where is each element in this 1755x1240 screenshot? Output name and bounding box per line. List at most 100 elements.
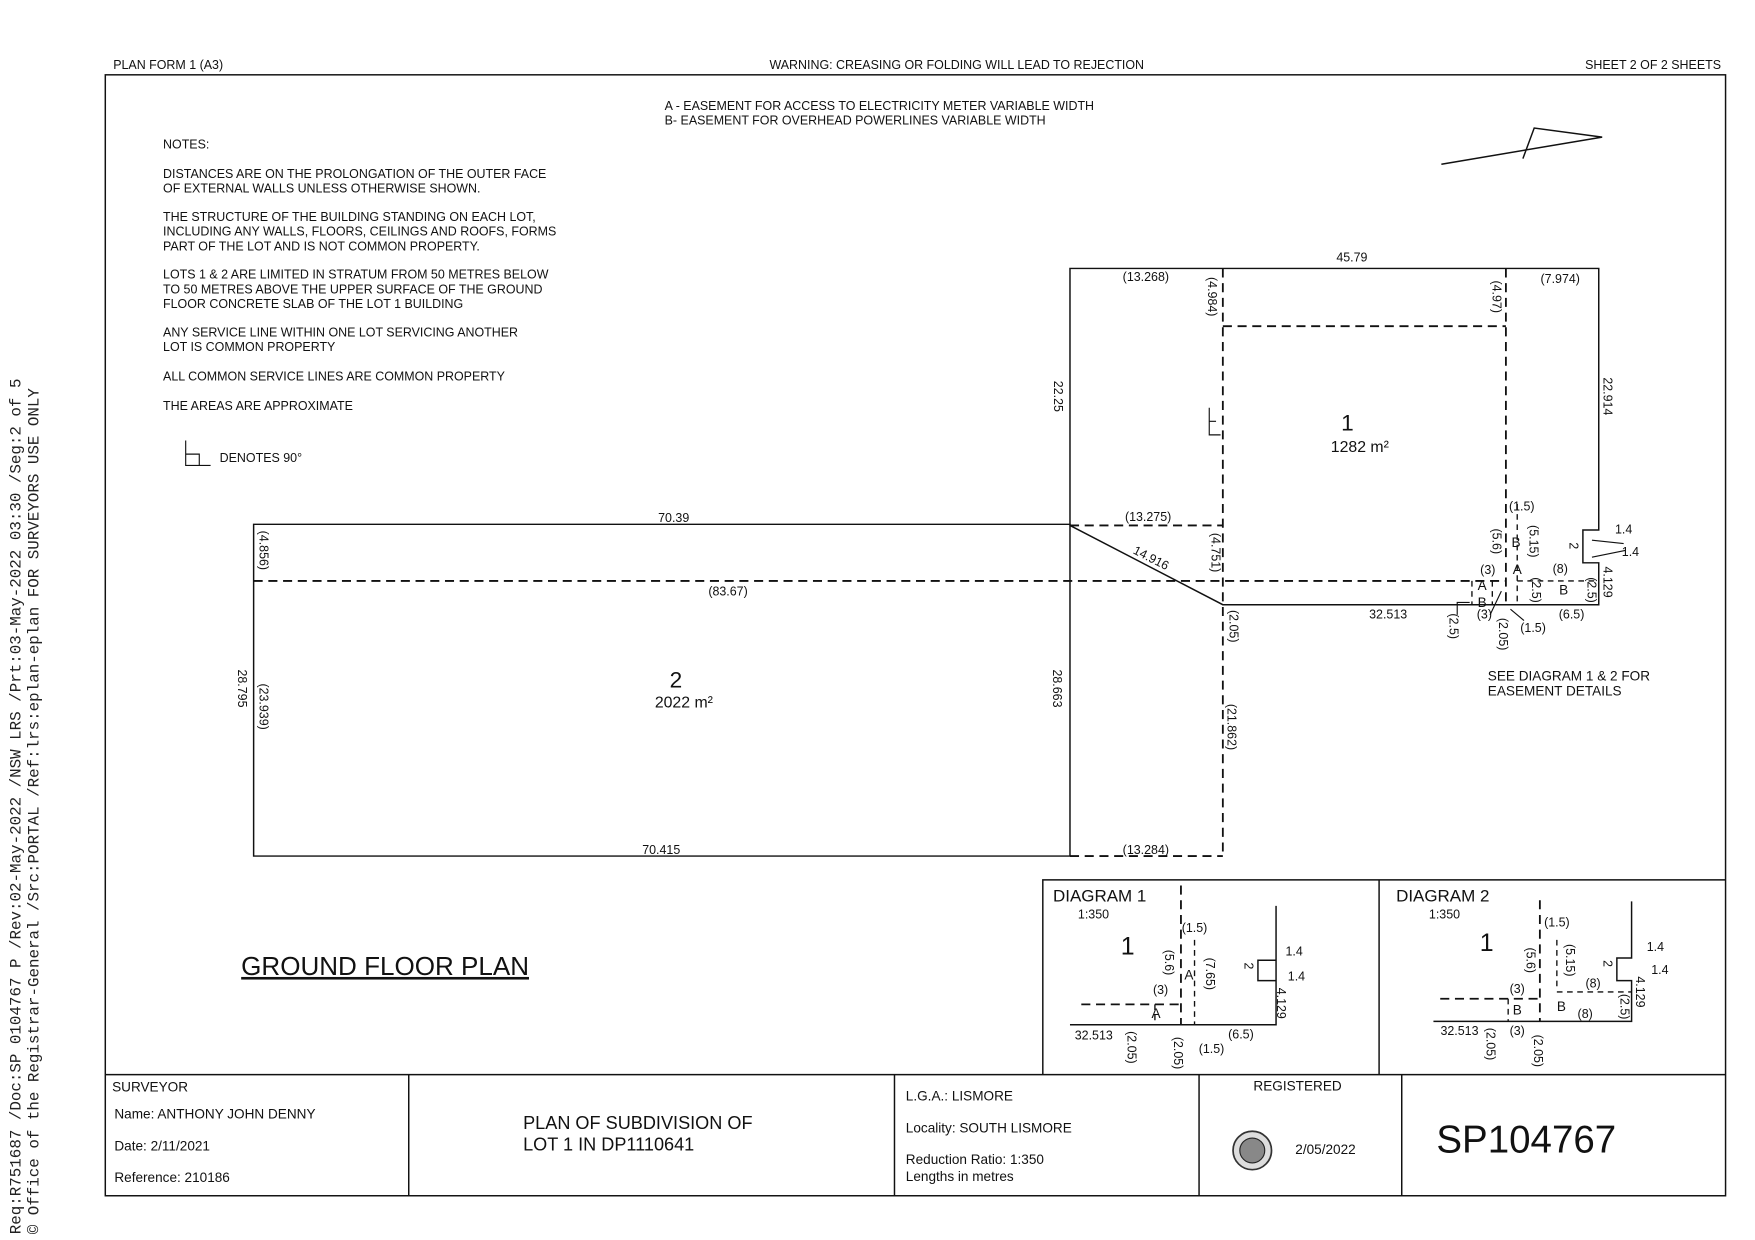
survey-date: Date: 2/11/2021	[114, 1138, 210, 1153]
dim: (3)	[1477, 607, 1492, 621]
dim: 4.129	[1600, 567, 1614, 598]
diagram-scale: 1:350	[1078, 907, 1109, 921]
title-block-grid	[105, 1073, 1726, 1196]
warning-text: WARNING: CREASING OR FOLDING WILL LEAD T…	[769, 58, 1144, 72]
see-diagram-note: EASEMENT DETAILS	[1488, 683, 1622, 698]
dim: (2.5)	[1529, 577, 1543, 603]
dim: (8)	[1553, 562, 1568, 576]
side-stamp: Req:R751687 /Doc:SP 0104767 P /Rev:02-Ma…	[7, 379, 43, 1235]
dim: (4.751)	[1209, 533, 1223, 572]
diagram-label: B	[1557, 999, 1566, 1014]
dim: (3)	[1480, 563, 1495, 577]
diagram-label: (3)	[1153, 983, 1168, 997]
diagram-label: (1.5)	[1182, 921, 1208, 935]
easement-label: A	[1478, 578, 1488, 593]
diagram-label: (5.15)	[1563, 944, 1577, 977]
note-line: LOT IS COMMON PROPERTY	[163, 340, 336, 354]
dim: (2.5)	[1446, 613, 1460, 639]
note-line: INCLUDING ANY WALLS, FLOORS, CEILINGS AN…	[163, 225, 556, 239]
note-line: ANY SERVICE LINE WITHIN ONE LOT SERVICIN…	[163, 325, 518, 339]
dim: (4.856)	[256, 531, 270, 570]
diagram-label: 1.4	[1286, 945, 1303, 959]
lga-label: L.G.A.: LISMORE	[906, 1089, 1013, 1104]
registered-label: REGISTERED	[1253, 1078, 1341, 1093]
stamp-line-2: © Office of the Registrar-General /Src:P…	[25, 388, 43, 1235]
diagram-label: 1.4	[1288, 970, 1305, 984]
dim: (21.862)	[1224, 704, 1238, 750]
dim: 22.25	[1051, 381, 1065, 412]
diagram-label: 4.129	[1274, 988, 1288, 1019]
diagram-label: (2.05)	[1484, 1028, 1498, 1061]
lengths-unit: Lengths in metres	[906, 1169, 1014, 1184]
diagram-label: (8)	[1585, 976, 1600, 990]
dim: 1.4	[1615, 522, 1632, 536]
diagram-title: DIAGRAM 2	[1396, 886, 1489, 905]
easement-label: B	[1559, 583, 1568, 598]
reduction-ratio: Reduction Ratio: 1:350	[906, 1152, 1045, 1167]
dim: 70.415	[642, 843, 680, 857]
dim: (6.5)	[1559, 607, 1585, 621]
diagram-lot: 1	[1480, 929, 1494, 957]
easement-label: B	[1478, 595, 1487, 610]
diagram-label: 1.4	[1647, 940, 1664, 954]
dim: 70.39	[658, 511, 689, 525]
diagram-lot: 1	[1121, 933, 1135, 961]
diagram-label: B	[1513, 1003, 1522, 1018]
easement-b-note: B- EASEMENT FOR OVERHEAD POWERLINES VARI…	[665, 114, 1046, 128]
dim: (1.5)	[1509, 500, 1535, 514]
dim: (13.268)	[1123, 270, 1169, 284]
right-angle-symbol-icon	[185, 440, 211, 467]
diagram-label: (5.6)	[1523, 947, 1537, 973]
dim: 2	[1566, 542, 1580, 549]
see-diagram-note: SEE DIAGRAM 1 & 2 FOR	[1488, 669, 1650, 684]
diagram-title: DIAGRAM 1	[1053, 886, 1146, 905]
survey-reference: Reference: 210186	[114, 1170, 230, 1185]
dim: (4.97)	[1489, 280, 1503, 313]
lot-1-area: 1282 m²	[1331, 439, 1389, 456]
registered-date: 2/05/2022	[1295, 1142, 1355, 1157]
plan-number: SP104767	[1436, 1119, 1616, 1162]
dim: (2.05)	[1227, 610, 1241, 643]
note-line: FLOOR CONCRETE SLAB OF THE LOT 1 BUILDIN…	[163, 297, 463, 311]
note-line: THE AREAS ARE APPROXIMATE	[163, 399, 353, 413]
dim: (2.05)	[1496, 618, 1510, 651]
locality-label: Locality: SOUTH LISMORE	[906, 1120, 1072, 1135]
easement-a-note: A - EASEMENT FOR ACCESS TO ELECTRICITY M…	[665, 99, 1094, 113]
sheet-number: SHEET 2 OF 2 SHEETS	[1585, 58, 1721, 72]
diagram-label: (2.05)	[1125, 1031, 1139, 1064]
note-line: LOTS 1 & 2 ARE LIMITED IN STRATUM FROM 5…	[163, 268, 549, 282]
ground-floor-plan-title: GROUND FLOOR PLAN	[241, 951, 529, 981]
easement-label: B	[1512, 535, 1521, 550]
diagram-frames	[1042, 879, 1726, 1075]
note-line: OF EXTERNAL WALLS UNLESS OTHERWISE SHOWN…	[163, 182, 480, 196]
registrar-seal-icon	[1232, 1130, 1273, 1171]
note-line: PART OF THE LOT AND IS NOT COMMON PROPER…	[163, 239, 480, 253]
note-line: ALL COMMON SERVICE LINES ARE COMMON PROP…	[163, 370, 506, 384]
plan-form-label: PLAN FORM 1 (A3)	[113, 58, 223, 72]
dim: (23.939)	[256, 683, 270, 729]
diagram-label: 4.129	[1633, 976, 1647, 1007]
dim: (2.5)	[1584, 577, 1598, 603]
diagram-1: DIAGRAM 1 1:350 1 (1.5) (5.6) A (7.65) (…	[1053, 885, 1305, 1069]
dim: 28.663	[1050, 669, 1064, 707]
diagram-label: (2.05)	[1531, 1035, 1545, 1068]
diagram-label: (1.5)	[1199, 1042, 1225, 1056]
diagram-label: (2.5)	[1617, 994, 1631, 1020]
diagram-label: 2	[1600, 960, 1614, 967]
dim: 32.513	[1369, 607, 1407, 621]
lot-2-area: 2022 m²	[655, 695, 713, 712]
diagram-label: 1.4	[1651, 963, 1668, 977]
diagram-label: (6.5)	[1228, 1027, 1254, 1041]
diagram-scale: 1:350	[1429, 907, 1460, 921]
denotes-90-label: DENOTES 90°	[220, 451, 302, 465]
diagram-label: A	[1152, 1006, 1162, 1021]
dim: 1.4	[1622, 545, 1639, 559]
diagram-label: (3)	[1510, 982, 1525, 996]
plan-title-line-2: LOT 1 IN DP1110641	[523, 1134, 694, 1154]
notes: NOTES: DISTANCES ARE ON THE PROLONGATION…	[163, 137, 556, 467]
dim: 28.795	[235, 669, 249, 707]
dim: 22.914	[1600, 377, 1614, 415]
dim: (5.6)	[1489, 529, 1503, 555]
lot-1-number: 1	[1341, 410, 1354, 435]
